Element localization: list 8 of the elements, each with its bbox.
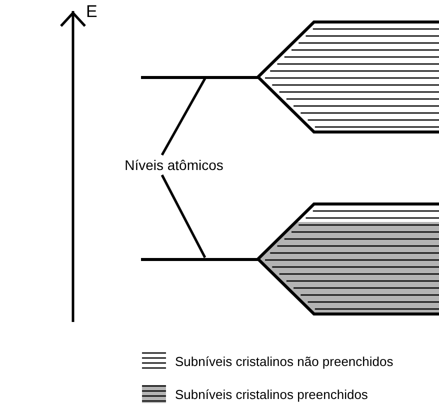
- leader-line: [160, 78, 206, 156]
- leader-line: [160, 174, 206, 258]
- energy-level-line: [141, 76, 259, 78]
- energy-level-line: [141, 258, 259, 260]
- axis-label: E: [86, 3, 98, 20]
- level-label: Níveis atômicos: [124, 158, 224, 172]
- legend-text: Subníveis cristalinos não preenchidos: [175, 354, 394, 368]
- legend-text: Subníveis cristalinos preenchidos: [175, 388, 368, 400]
